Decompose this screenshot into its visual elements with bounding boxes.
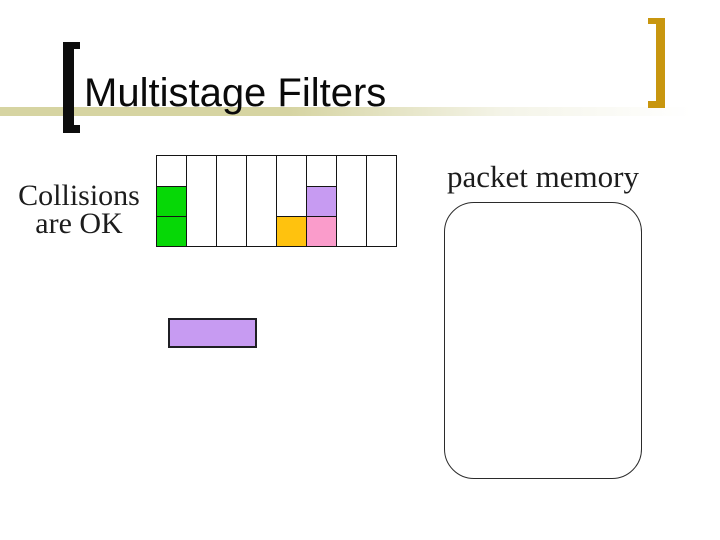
green-counter-cell: [157, 215, 186, 246]
left-bracket-decoration: [63, 42, 80, 133]
green-counter-cell: [157, 185, 186, 216]
grid-column: [157, 156, 187, 246]
title-underline-band: [0, 107, 720, 116]
grid-column: [187, 156, 217, 246]
grid-column: [337, 156, 367, 246]
orange-counter-cell: [277, 215, 306, 246]
counter-grid: [156, 155, 397, 247]
slide-title: Multistage Filters: [84, 71, 387, 115]
grid-column: [367, 156, 396, 246]
collisions-label-line1: Collisions: [18, 179, 140, 212]
packet-memory-label: packet memory: [447, 159, 639, 194]
right-bracket-decoration: [648, 18, 665, 108]
packet-memory-box: [444, 202, 642, 479]
purple-counter-cell: [307, 185, 336, 216]
collisions-label: Collisions are OK: [4, 179, 154, 240]
flow-rectangle: [168, 318, 257, 348]
grid-column: [307, 156, 337, 246]
grid-column: [217, 156, 247, 246]
grid-column: [247, 156, 277, 246]
grid-column: [277, 156, 307, 246]
pink-counter-cell: [307, 215, 336, 246]
collisions-label-line2: are OK: [35, 207, 123, 240]
